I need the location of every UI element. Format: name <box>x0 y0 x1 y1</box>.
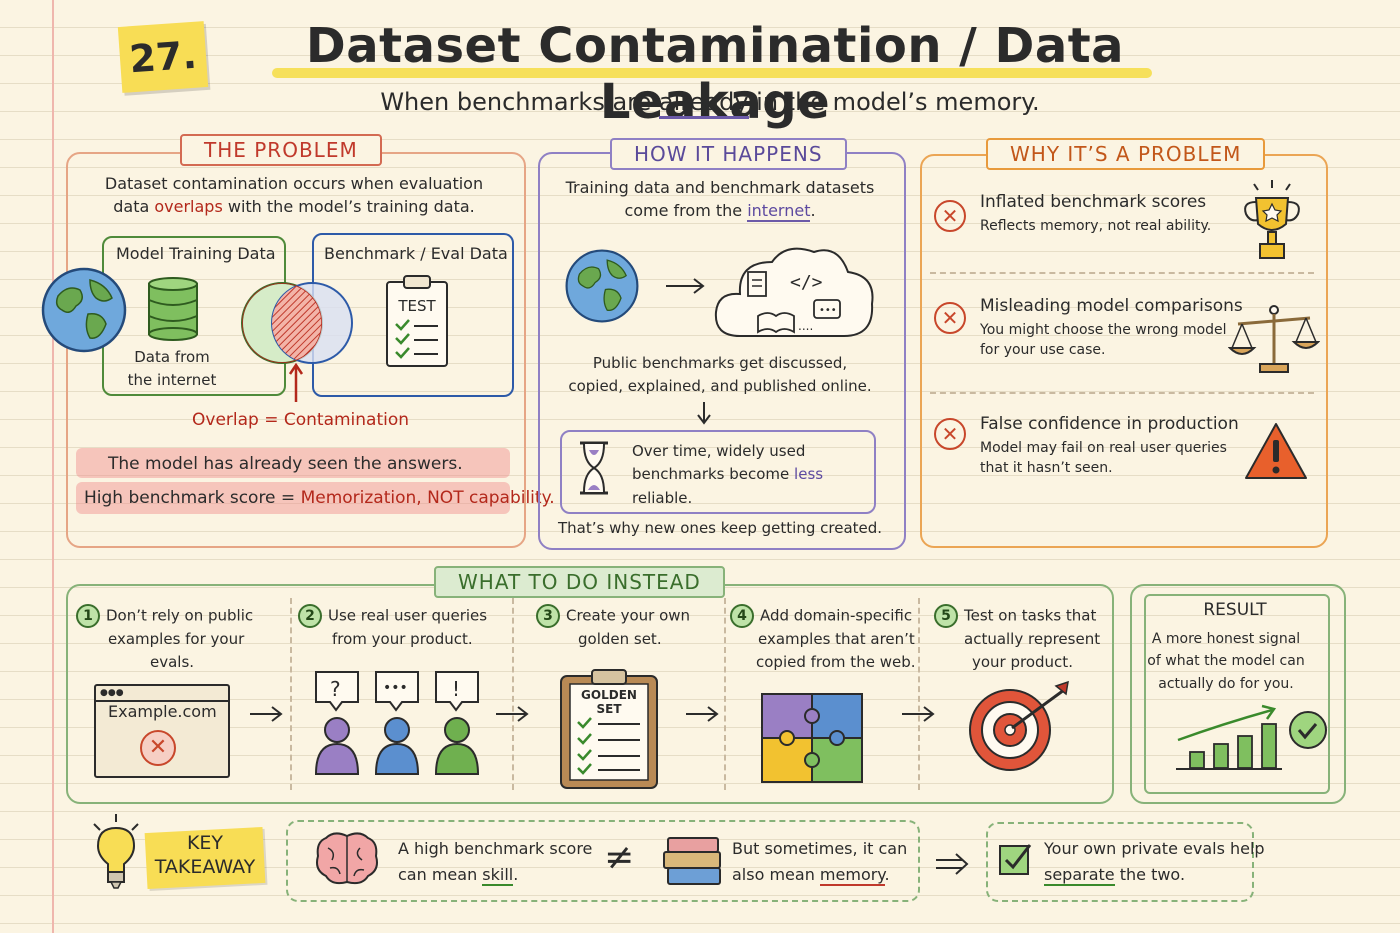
reliability-box <box>560 430 876 514</box>
memory-statement: But sometimes, it can also mean memory. <box>732 839 908 886</box>
separate-highlight: separate <box>1044 864 1115 886</box>
divider <box>290 598 292 790</box>
subtitle-highlight: already <box>658 88 749 119</box>
why-item: Inflated benchmark scores Reflects memor… <box>980 192 1212 234</box>
not-equal-sign: ≠ <box>604 837 635 878</box>
why-tag: WHY IT’S A PROBLEM <box>986 138 1266 170</box>
reliability-text: Over time, widely used benchmarks become… <box>632 442 824 507</box>
public-benchmarks-text: Public benchmarks get discussed, copied,… <box>568 354 872 396</box>
title-highlight <box>272 68 1152 78</box>
svg-text:?: ? <box>330 677 341 701</box>
books-icon <box>662 834 724 888</box>
right-arrow-icon <box>248 704 284 724</box>
own-evals-statement: Your own private evals help separate the… <box>1044 839 1265 886</box>
own-evals-box <box>986 822 1254 902</box>
overlap-label: Overlap = Contamination <box>192 410 410 430</box>
users-icon: ? ••• ! <box>308 668 488 778</box>
right-arrow-icon <box>494 704 530 724</box>
checkbox-icon <box>998 840 1034 876</box>
puzzle-icon <box>760 692 864 784</box>
divider <box>724 598 726 790</box>
result-inner-box <box>1144 594 1330 794</box>
right-arrow-icon <box>664 276 706 296</box>
how-tag: HOW IT HAPPENS <box>610 138 847 170</box>
test-clipboard-icon <box>384 274 450 370</box>
why-item: False confidence in production Model may… <box>980 414 1239 476</box>
right-arrow-icon <box>684 704 720 724</box>
venn-diagram <box>240 278 354 368</box>
database-icon <box>146 276 200 342</box>
highlight-band <box>76 448 510 478</box>
globe-icon <box>40 266 128 354</box>
right-arrow-icon <box>900 704 936 724</box>
hourglass-icon <box>576 440 612 496</box>
result-text: A more honest signal of what the model c… <box>1147 631 1305 692</box>
golden-set-label: GOLDEN SET <box>581 688 637 716</box>
divider <box>918 598 920 790</box>
how-footer: That’s why new ones keep getting created… <box>557 519 883 537</box>
section-number-note: 27. <box>117 21 209 93</box>
divider <box>930 272 1314 274</box>
result-title: RESULT <box>1203 600 1267 620</box>
memory-highlight: memory <box>819 864 885 886</box>
divider <box>930 392 1314 394</box>
target-icon <box>968 680 1078 774</box>
training-data-label: Model Training Data <box>116 244 276 263</box>
trophy-icon <box>1236 178 1308 264</box>
svg-text:•••: ••• <box>819 305 837 316</box>
golden-set-clipboard-icon <box>558 668 660 792</box>
notebook-margin-line <box>52 0 54 933</box>
svg-text:....: .... <box>798 319 813 333</box>
how-description: Training data and benchmark datasets com… <box>565 178 875 223</box>
page-subtitle: When benchmarks are already in the model… <box>300 88 1120 119</box>
internet-highlight: internet <box>747 201 811 223</box>
page-title: Dataset Contamination / Data Leakage <box>305 18 1125 130</box>
svg-text:!: ! <box>452 677 460 701</box>
divider <box>512 598 514 790</box>
problem-tag: THE PROBLEM <box>180 134 382 166</box>
x-circle-icon: ✕ <box>934 200 966 232</box>
down-arrow-icon <box>696 400 712 426</box>
brain-icon <box>314 830 380 888</box>
x-circle-icon: ✕ <box>140 730 176 766</box>
key-takeaway-label: KEY TAKEAWAY <box>154 832 256 878</box>
globe-icon <box>564 248 640 324</box>
result-panel <box>1130 584 1346 804</box>
scale-icon <box>1228 302 1320 374</box>
todo-tag: WHAT TO DO INSTEAD <box>434 566 725 598</box>
problem-description: Dataset contamination occurs when evalua… <box>104 174 484 217</box>
lightbulb-icon <box>88 812 144 892</box>
why-item: Misleading model comparisons You might c… <box>980 296 1243 358</box>
double-arrow-icon <box>934 852 970 876</box>
takeaway-box <box>286 820 920 902</box>
overlaps-highlight: overlaps <box>154 197 223 217</box>
score-statement: High benchmark score = Memorization, NOT… <box>84 488 555 508</box>
skill-statement: A high benchmark score can mean skill. <box>398 839 593 886</box>
growth-chart-icon <box>1172 700 1336 772</box>
skill-highlight: skill <box>482 864 514 886</box>
warning-icon <box>1242 420 1310 482</box>
data-from-internet-label: Data from the internet <box>127 348 217 389</box>
example-url: Example.com <box>108 702 217 721</box>
section-number: 27. <box>127 32 199 82</box>
x-circle-icon: ✕ <box>934 418 966 450</box>
svg-text:•••: ••• <box>383 680 408 696</box>
benchmark-data-label: Benchmark / Eval Data <box>324 244 508 263</box>
test-label: TEST <box>398 297 436 315</box>
highlight-band <box>76 482 510 514</box>
up-arrow-icon <box>288 362 304 404</box>
x-circle-icon: ✕ <box>934 302 966 334</box>
cloud-icon: </> .... ••• <box>710 240 880 346</box>
svg-text:</>: </> <box>790 272 823 293</box>
already-seen-statement: The model has already seen the answers. <box>108 454 463 474</box>
